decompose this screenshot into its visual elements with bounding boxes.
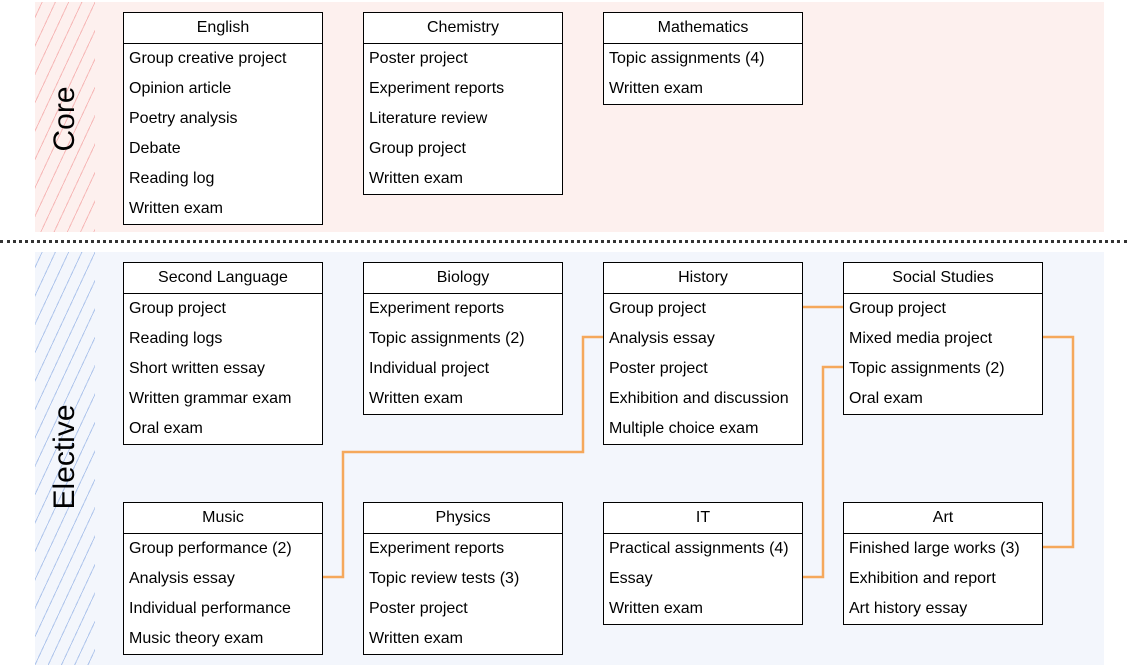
assessment-item: Opinion article: [129, 80, 232, 97]
assessment-item: Oral exam: [129, 420, 203, 437]
subject-title: IT: [604, 503, 802, 534]
assessment-item: Group project: [609, 300, 706, 317]
assessment-item: Debate: [129, 140, 181, 157]
assessment-item: Reading logs: [129, 330, 223, 347]
assessment-item: Oral exam: [849, 390, 923, 407]
band-divider: [0, 240, 1127, 243]
subject-title: Physics: [364, 503, 562, 534]
assessment-list: Topic assignments (4) Written exam: [604, 44, 802, 104]
assessment-item: Analysis essay: [609, 330, 715, 347]
assessment-item: Art history essay: [849, 600, 968, 617]
assessment-item: Written exam: [609, 80, 703, 97]
assessment-item: Group creative project: [129, 50, 287, 67]
elective-band-label: Elective: [48, 404, 81, 510]
assessment-item: Experiment reports: [369, 80, 505, 97]
assessment-item: Literature review: [369, 110, 488, 127]
assessment-item: Poster project: [369, 600, 468, 617]
assessment-item: Topic assignments (4): [609, 50, 765, 67]
core-band-label: Core: [48, 86, 81, 152]
core-band-stripe: [35, 2, 95, 232]
assessment-item: Reading log: [129, 170, 215, 187]
assessment-item: Finished large works (3): [849, 540, 1020, 557]
assessment-item: Analysis essay: [129, 570, 235, 587]
assessment-item: Multiple choice exam: [609, 420, 759, 437]
subject-title: Mathematics: [604, 13, 802, 44]
assessment-item: Poster project: [609, 360, 708, 377]
assessment-item: Group performance (2): [129, 540, 292, 557]
subject-title: Social Studies: [844, 263, 1042, 294]
assessment-item: Practical assignments (4): [609, 540, 789, 557]
subject-title: English: [124, 13, 322, 44]
assessment-item: Music theory exam: [129, 630, 264, 647]
assessment-item: Written exam: [369, 390, 463, 407]
subject-title: History: [604, 263, 802, 294]
assessment-item: Group project: [849, 300, 946, 317]
assessment-item: Written exam: [369, 170, 463, 187]
subject-title: Biology: [364, 263, 562, 294]
assessment-item: Exhibition and report: [849, 570, 996, 587]
assessment-item: Topic assignments (2): [369, 330, 525, 347]
subject-title: Art: [844, 503, 1042, 534]
assessment-item: Individual performance: [129, 600, 291, 617]
assessment-item: Written exam: [609, 600, 703, 617]
assessment-item: Group project: [369, 140, 466, 157]
assessment-item: Topic review tests (3): [369, 570, 520, 587]
assessment-item: Written exam: [369, 630, 463, 647]
assessment-item: Experiment reports: [369, 540, 505, 557]
assessment-item: Essay: [609, 570, 653, 587]
assessment-item: Poster project: [369, 50, 468, 67]
assessment-item: Group project: [129, 300, 226, 317]
assessment-item: Written exam: [129, 200, 223, 217]
subject-title: Music: [124, 503, 322, 534]
assessment-item: Written grammar exam: [129, 390, 292, 407]
subject-title: Second Language: [124, 263, 322, 294]
assessment-item: Poetry analysis: [129, 110, 238, 127]
elective-band-stripe: [35, 252, 95, 665]
subject-title: Chemistry: [364, 13, 562, 44]
assessment-item: Individual project: [369, 360, 490, 377]
assessment-item: Experiment reports: [369, 300, 505, 317]
assessment-item: Short written essay: [129, 360, 266, 377]
assessment-list: Finished large works (3) Exhibition and r…: [844, 534, 1042, 624]
assessment-item: Exhibition and discussion: [609, 390, 789, 407]
assessment-item: Topic assignments (2): [849, 360, 1005, 377]
assessment-item: Mixed media project: [849, 330, 993, 347]
